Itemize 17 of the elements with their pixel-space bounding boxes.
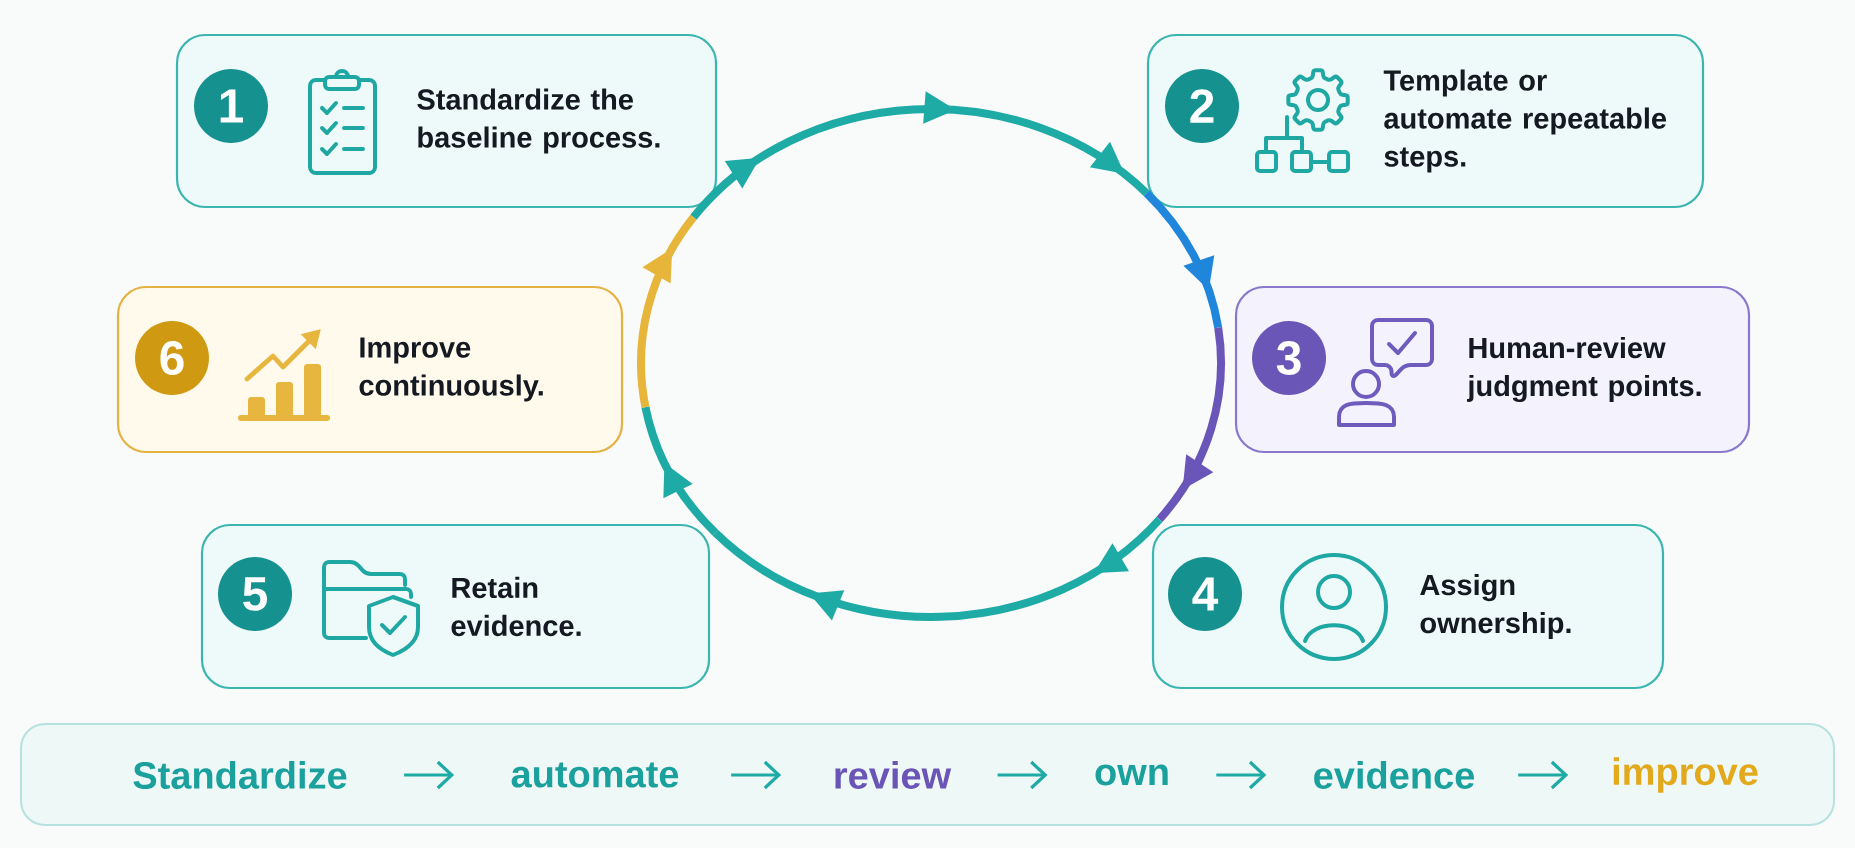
summary-band bbox=[20, 723, 1835, 826]
number-badge: 1 bbox=[194, 69, 268, 143]
cycle-arrow bbox=[1143, 190, 1223, 329]
cycle-arrow bbox=[690, 91, 1150, 220]
flow-word: evidence bbox=[1314, 761, 1475, 789]
cycle-arrow bbox=[712, 516, 1163, 621]
flow-word: own bbox=[1095, 764, 1168, 786]
cycle-arrow bbox=[641, 406, 719, 536]
flow-word: Standardize bbox=[133, 761, 347, 789]
number-badge: 2 bbox=[1165, 69, 1239, 143]
number-badge: 5 bbox=[218, 557, 292, 631]
flow-word: automate bbox=[511, 762, 679, 788]
flow-word: improve bbox=[1613, 757, 1758, 793]
number-badge: 6 bbox=[135, 321, 209, 395]
number-badge: 3 bbox=[1252, 321, 1326, 395]
flow-word: review bbox=[835, 761, 952, 789]
number-badge: 4 bbox=[1168, 557, 1242, 631]
